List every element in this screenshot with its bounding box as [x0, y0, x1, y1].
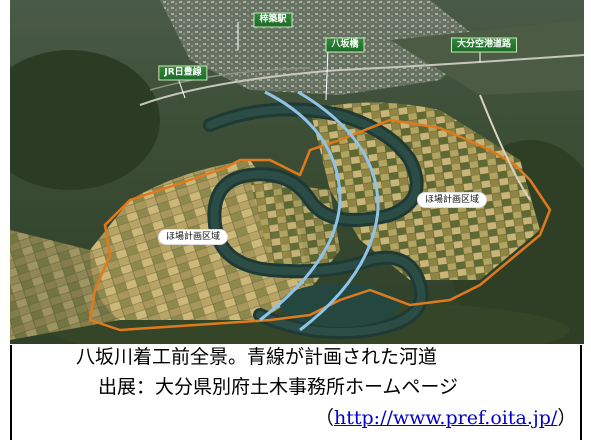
caption-box: 八坂川着工前全景。青線が計画された河道 出展：大分県別府土木事務所ホームページ …: [10, 345, 582, 440]
caption-source: （http://www.pref.oita.jp/）: [315, 407, 576, 429]
caption-line-1: 八坂川着工前全景。青線が計画された河道: [76, 346, 438, 368]
jr-line-label: JR日豊線: [158, 65, 208, 81]
area-label-right: ほ場計画区域: [416, 192, 488, 208]
paren-open: （: [315, 407, 335, 429]
source-link[interactable]: http://www.pref.oita.jp/: [334, 407, 558, 429]
paren-close: ）: [557, 407, 577, 429]
caption-line-2: 出展：大分県別府土木事務所ホームページ: [98, 376, 459, 398]
station-label: 梓築駅: [253, 12, 293, 28]
area-label-left: ほ場計画区域: [157, 229, 229, 245]
airport-road-label: 大分空港道路: [450, 37, 518, 53]
bridge-label: 八坂橋: [325, 37, 365, 53]
